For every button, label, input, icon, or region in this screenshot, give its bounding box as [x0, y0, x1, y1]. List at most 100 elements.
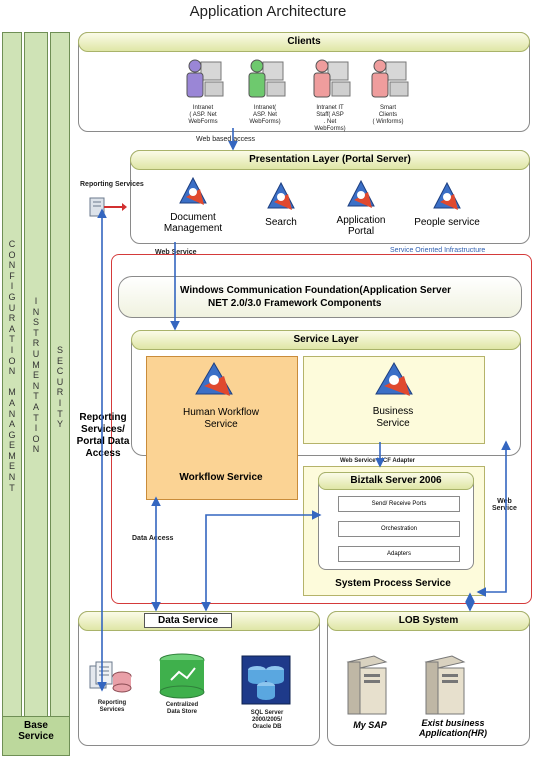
vertical-letter: I	[58, 397, 62, 408]
vertical-letter: T	[57, 408, 63, 419]
sql-server-label: SQL Server 2000/2005/ Oracle DB	[238, 710, 296, 731]
application-portal-label-2: Portal	[347, 226, 375, 237]
user-computer-icon	[186, 59, 224, 98]
vertical-letter: A	[8, 323, 15, 334]
orchestration-label: Orchestration	[380, 526, 417, 532]
search-label: Search	[265, 217, 297, 228]
soi-label: Service Oriented Infrastructure	[390, 247, 486, 254]
vertical-letter: A	[8, 419, 15, 430]
vertical-letter: E	[56, 355, 63, 366]
client-label-3a: Intranet IT	[316, 105, 344, 111]
people-service-item: People service	[404, 180, 490, 228]
vertical-letter: S	[32, 317, 39, 328]
exist-2: Application(HR)	[419, 728, 487, 738]
human-workflow-label-2: Service	[204, 419, 238, 430]
base-service-label-2: Service	[18, 731, 54, 742]
vertical-letter: R	[56, 387, 64, 398]
vertical-letter: M	[8, 387, 16, 398]
send-receive-label: Send/ Receive Ports	[371, 501, 427, 507]
vertical-letter: T	[9, 334, 15, 345]
document-management-label-1: Document	[170, 212, 216, 223]
search-item: Search	[256, 180, 306, 228]
human-workflow-label-1: Human Workflow	[183, 407, 259, 418]
vertical-letter: O	[32, 433, 40, 444]
reporting-data-1: Reporting	[97, 700, 127, 706]
client-intranet-1: Intranet ( ASP. Net WebForms	[181, 56, 225, 126]
vertical-letter: I	[34, 423, 38, 434]
server-icon	[424, 655, 466, 715]
clients-title: Clients	[287, 36, 321, 47]
service-icon	[267, 181, 295, 210]
vertical-letter: N	[8, 472, 16, 483]
service-icon	[195, 362, 233, 396]
vertical-letter: O	[8, 355, 16, 366]
vertical-letter: T	[33, 391, 39, 402]
service-layer-header: Service Layer	[131, 330, 521, 350]
exist-business-label: Exist business Application(HR)	[408, 718, 498, 738]
client-label-1a: Intranet	[192, 105, 214, 111]
document-management-item: Document Management	[160, 175, 226, 234]
client-label-3b: Staff( ASP	[316, 112, 344, 118]
vertical-letter: M	[32, 359, 40, 370]
vertical-letter: N	[32, 380, 40, 391]
presentation-header: Presentation Layer (Portal Server)	[130, 150, 530, 170]
vertical-letter: G	[8, 429, 16, 440]
data-to-biztalk-arrow	[201, 510, 322, 612]
service-icon	[433, 181, 461, 210]
central-data-2: Data Store	[166, 709, 197, 715]
client-label-3c: . Net	[323, 119, 337, 125]
user-computer-icon	[248, 59, 286, 98]
system-process-label: System Process Service	[335, 578, 451, 589]
client-label-1b: ( ASP. Net	[189, 112, 217, 118]
centralized-data-store-icon	[159, 653, 205, 699]
reporting-services-label: Reporting Services	[80, 181, 144, 188]
central-data-1: Centralized	[165, 702, 199, 708]
document-management-label-2: Management	[163, 223, 223, 234]
vertical-letter: U	[56, 376, 64, 387]
vertical-letter: N	[8, 260, 16, 271]
vertical-letter: N	[8, 366, 16, 377]
application-portal-item: Application Portal	[328, 178, 394, 237]
base-service-label-1: Base	[24, 720, 48, 731]
client-label-1c: WebForms	[188, 119, 218, 125]
reporting-data-2: Services	[99, 707, 125, 713]
vertical-letter: E	[8, 461, 15, 472]
reporting-services-data-label: Reporting Services	[84, 700, 140, 714]
vertical-letter: U	[8, 302, 16, 313]
web-service-right-arrow	[476, 440, 511, 597]
people-service-label: People service	[414, 217, 480, 228]
central-data-label: Centralized Data Store	[154, 702, 210, 716]
vertical-letter: I	[34, 296, 38, 306]
service-icon	[375, 362, 413, 396]
vertical-letter: Y	[56, 419, 63, 430]
sql-2: 2000/2005/	[251, 717, 283, 723]
service-icon	[347, 179, 375, 208]
vertical-letter: I	[10, 344, 14, 355]
web-based-access-label: Web based access	[196, 136, 256, 143]
lob-header: LOB System	[327, 611, 530, 631]
wcf-label-2: NET 2.0/3.0 Framework Components	[208, 298, 382, 309]
biztalk-title: Biztalk Server 2006	[350, 475, 442, 486]
client-smart: Smart Clients ( Winforms)	[366, 56, 410, 126]
vertical-letter: C	[56, 366, 64, 377]
client-label-4c: ( Winforms)	[372, 119, 404, 125]
lob-title: LOB System	[398, 615, 459, 626]
sql-3: Oracle DB	[252, 724, 282, 730]
vertical-letter: I	[10, 281, 14, 292]
sql-1: SQL Server	[250, 710, 284, 716]
exist-1: Exist business	[421, 718, 485, 728]
vertical-letter: A	[32, 401, 39, 412]
wcf-box	[118, 276, 522, 318]
vertical-letter: T	[9, 482, 15, 493]
data-service-title-box: Data Service	[144, 613, 232, 628]
client-intranet-2: Intranet( ASP. Net WebForms)	[243, 56, 287, 126]
vertical-letter: O	[8, 249, 16, 260]
vertical-letter: N	[32, 444, 40, 455]
client-label-2a: Intranet(	[253, 105, 277, 111]
send-receive-ports-box: Send/ Receive Ports	[338, 496, 460, 512]
vertical-letter: U	[32, 348, 40, 359]
client-label-2b: ASP. Net	[253, 112, 277, 118]
